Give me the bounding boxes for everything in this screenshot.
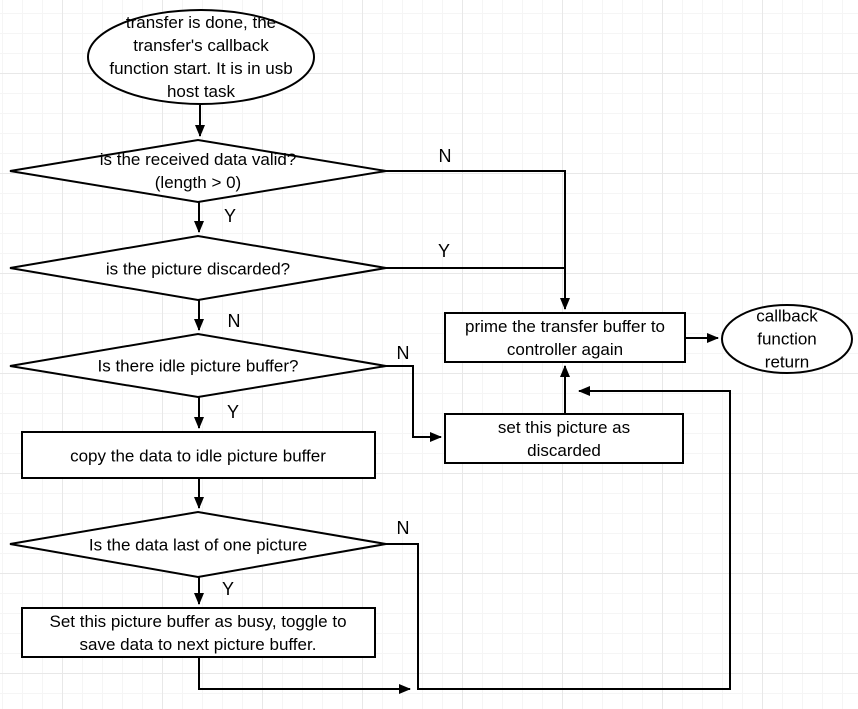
set-busy-rect	[21, 607, 376, 658]
set-discarded-rect	[444, 413, 684, 464]
edge-last-no-loop	[386, 386, 731, 690]
check-discarded-diamond	[9, 234, 387, 302]
start-node-shape	[87, 9, 315, 105]
check-idle-buffer-diamond	[9, 332, 387, 399]
end-node-shape	[721, 304, 853, 374]
edge-busy-to-loop	[198, 657, 411, 694]
prime-transfer-rect	[444, 312, 686, 363]
check-valid-diamond	[9, 138, 387, 204]
check-last-data-diamond	[9, 510, 387, 579]
edge-valid-no-to-prime	[386, 170, 570, 310]
edge-idle-no-to-discard	[386, 365, 442, 442]
copy-data-rect	[21, 431, 376, 479]
